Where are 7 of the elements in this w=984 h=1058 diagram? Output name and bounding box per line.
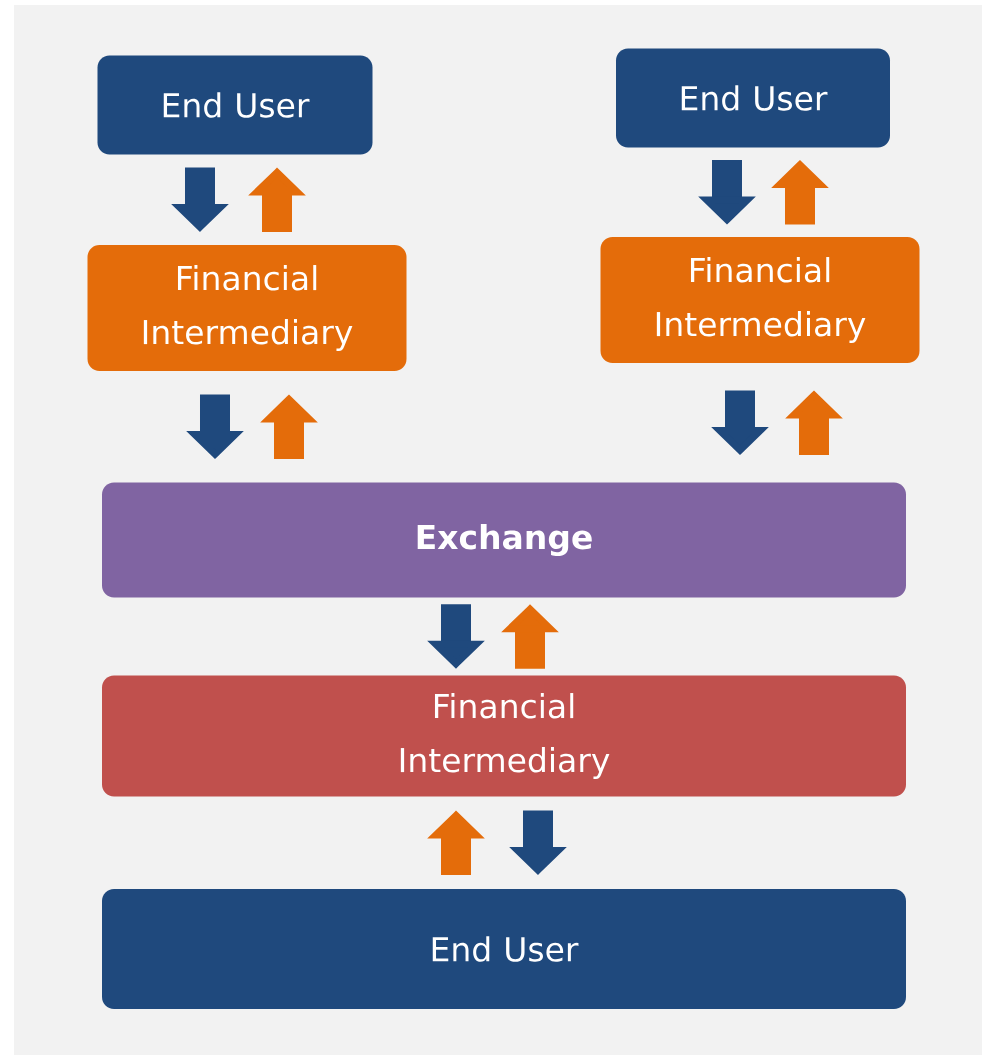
entity-box: End User (97, 55, 373, 155)
entity-box: Financial Intermediary (102, 675, 906, 797)
entity-box: End User (616, 48, 890, 148)
exchange-box: Exchange (102, 482, 906, 598)
entity-box: End User (102, 889, 906, 1009)
entity-box: Financial Intermediary (87, 245, 407, 371)
entity-box: Financial Intermediary (600, 237, 920, 363)
